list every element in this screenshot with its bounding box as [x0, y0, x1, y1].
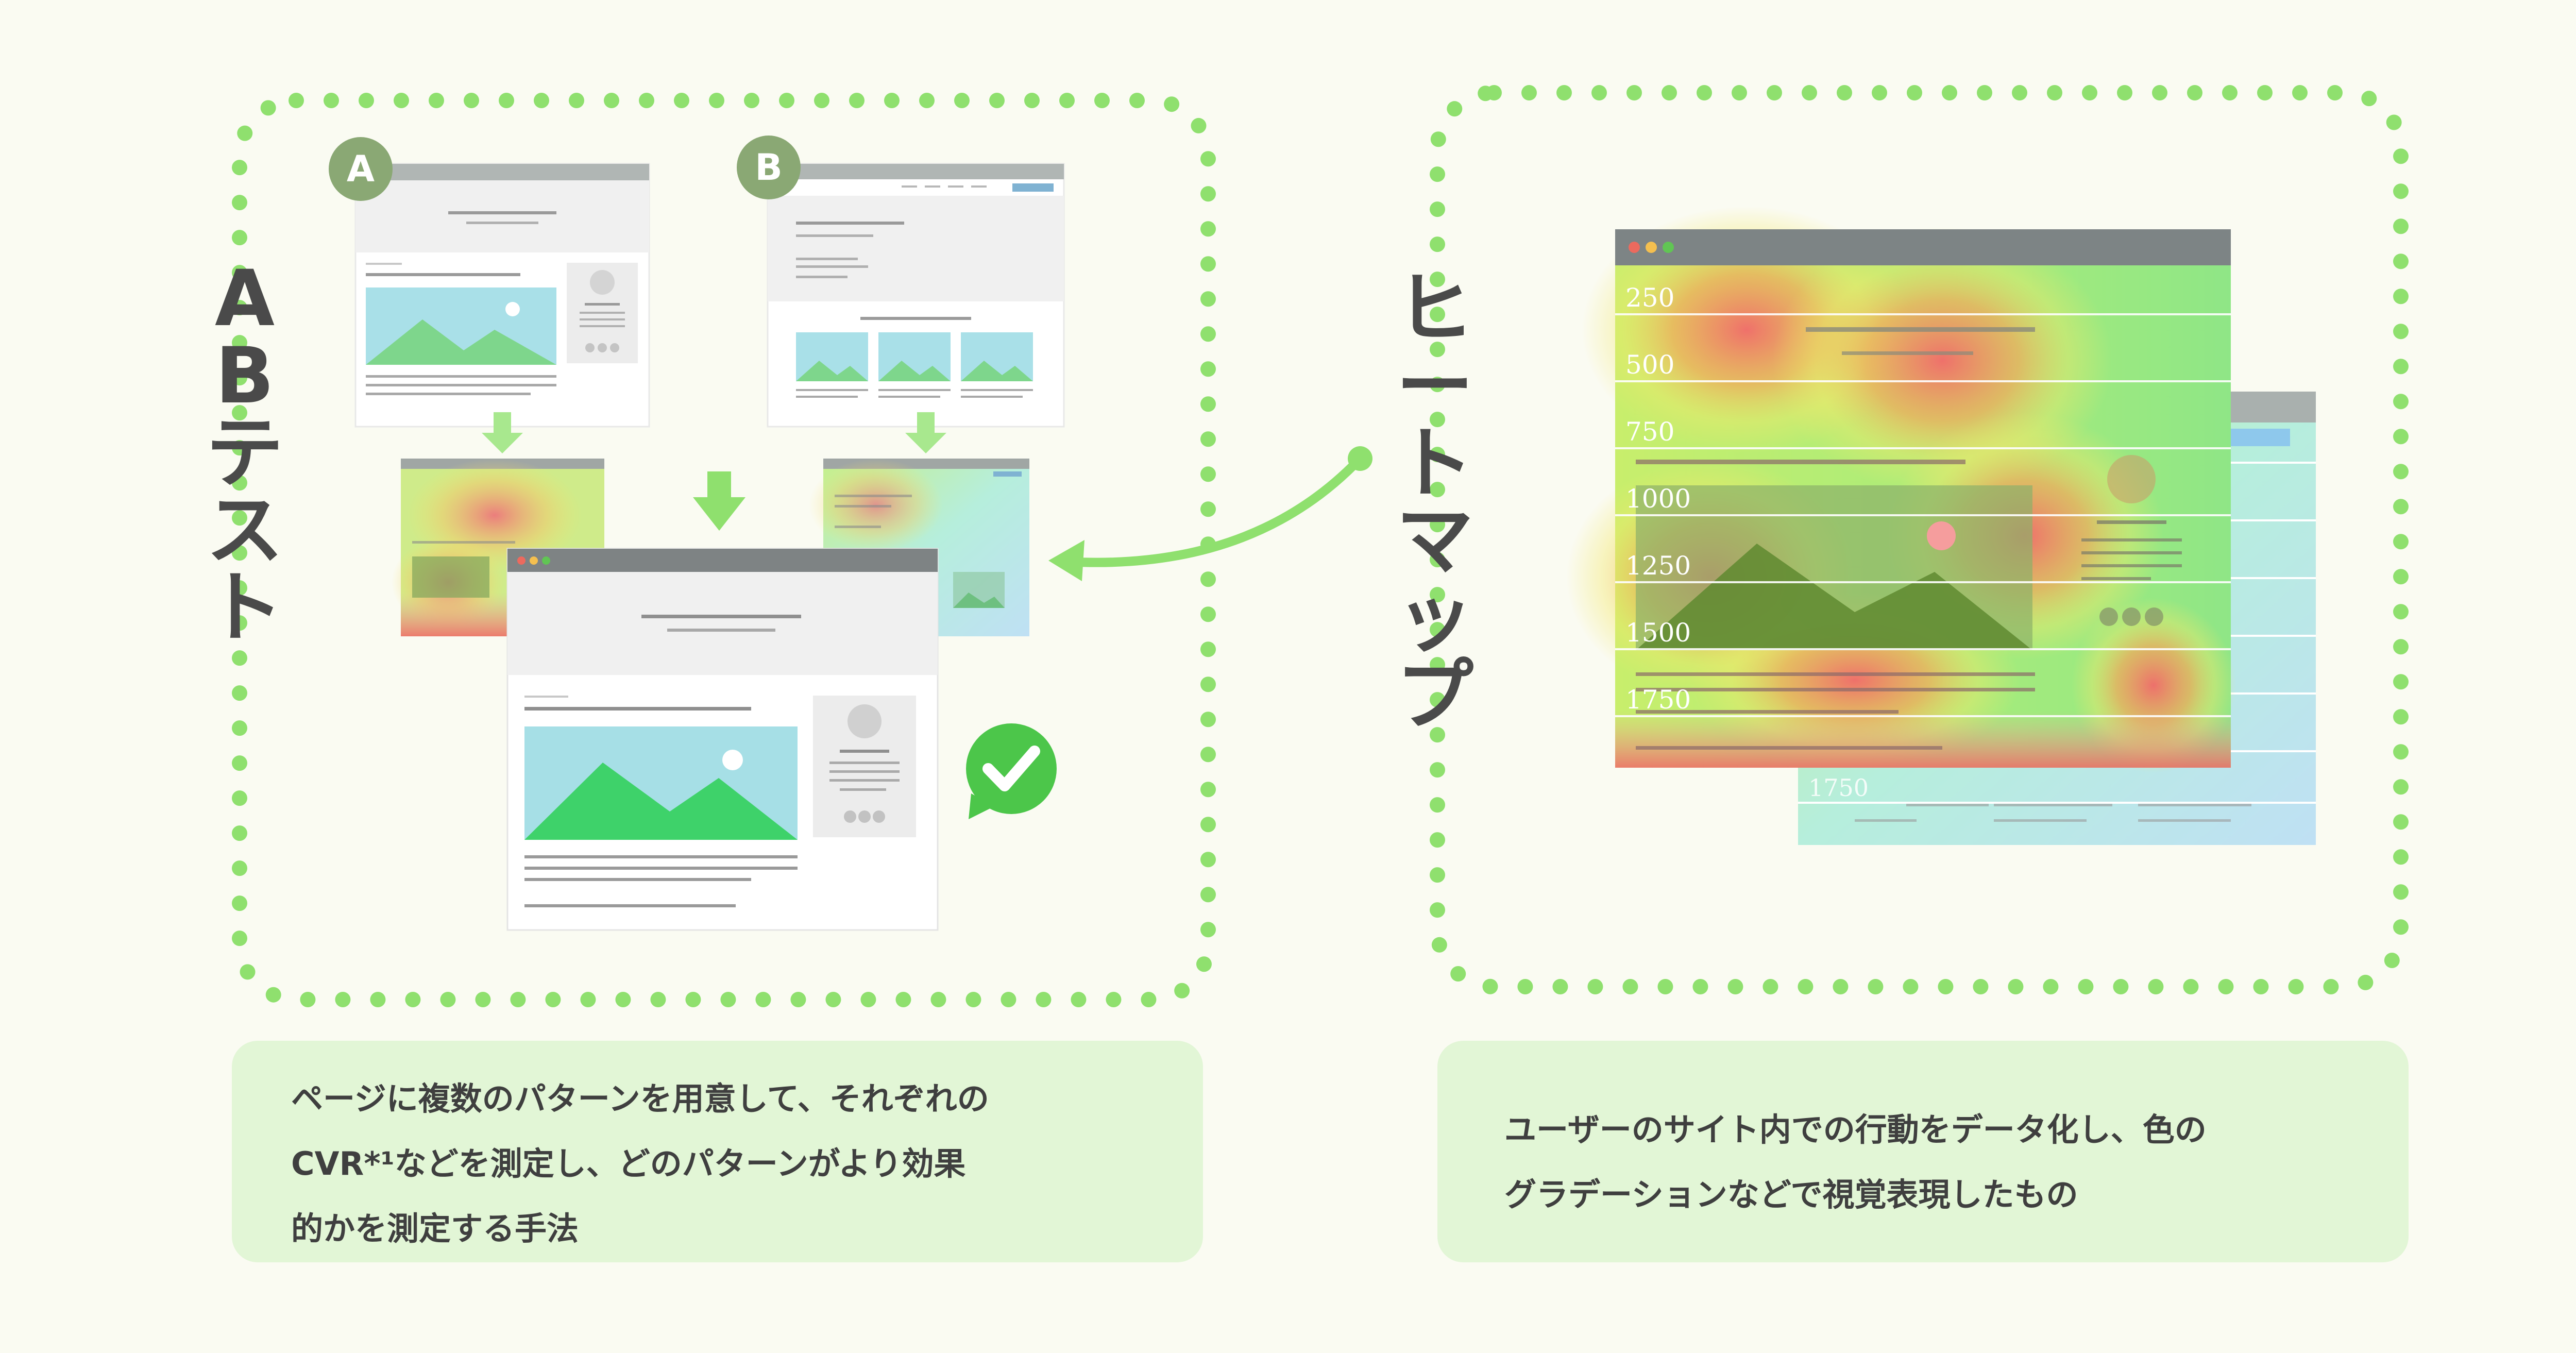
- ab-test-description-line: CVR*¹などを測定し、どのパターンがより効果: [291, 1145, 966, 1182]
- scroll-tick-1500: 1500: [1625, 618, 1691, 648]
- scroll-tick-1250: 1250: [1625, 551, 1691, 581]
- arrow-head-icon: [1048, 540, 1084, 581]
- badge-b: B: [737, 136, 801, 199]
- down-arrow-icon: [482, 412, 946, 453]
- connector-dot: [1348, 446, 1372, 471]
- heatmap-description: ユーザーのサイト内での行動をデータ化し、色の グラデーションなどで視覚表現したも…: [1437, 1041, 2409, 1262]
- scroll-tick-250: 250: [1625, 283, 1674, 313]
- connector-arrow: [1062, 454, 1365, 567]
- back-page-scroll-tick: 1750: [1808, 774, 1869, 802]
- heatmap-title-char: ト: [1396, 419, 1473, 509]
- ab-test-title-char: テ: [206, 409, 283, 498]
- heatmap-title-char: ッ: [1396, 573, 1473, 663]
- svg-text:B: B: [755, 146, 782, 189]
- down-arrow-icon: [693, 471, 745, 531]
- heatmap-title-char: ヒ: [1396, 264, 1473, 354]
- heatmap-front-page: 250 500 750 1000 1250 1500 1750: [1566, 206, 2236, 773]
- badge-a: A: [329, 137, 393, 201]
- winning-page: [506, 548, 939, 931]
- scroll-tick-1000: 1000: [1625, 484, 1691, 514]
- heatmap-title-char: プ: [1396, 651, 1473, 740]
- ab-test-title-char: A: [214, 254, 275, 344]
- pattern-b-page: [767, 163, 1065, 428]
- scroll-depth-lines: [1615, 313, 2231, 717]
- ab-test-title-char: ト: [206, 563, 283, 653]
- ab-test-description-line: ページに複数のパターンを用意して、それぞれの: [291, 1080, 989, 1118]
- scroll-tick-750: 750: [1625, 417, 1674, 447]
- ab-test-description-line: 的かを測定する手法: [291, 1210, 579, 1247]
- heatmap-title-char: マ: [1396, 496, 1473, 586]
- heatmap-title: ヒ ー ト マ ッ プ: [1391, 270, 1479, 734]
- svg-text:A: A: [347, 148, 375, 190]
- ab-test-title: A B テ ス ト: [204, 260, 286, 647]
- check-bubble-icon: [966, 723, 1057, 819]
- heatmap-description-line: ユーザーのサイト内での行動をデータ化し、色の: [1504, 1111, 2207, 1148]
- heatmap-description-line: グラデーションなどで視覚表現したもの: [1504, 1176, 2078, 1213]
- scroll-tick-500: 500: [1625, 350, 1674, 380]
- scroll-tick-1750: 1750: [1625, 685, 1691, 715]
- ab-test-description: ページに複数のパターンを用意して、それぞれの CVR*¹などを測定し、どのパター…: [232, 1041, 1203, 1262]
- heatmap-frame: [1430, 85, 2409, 994]
- ab-test-title-char: ス: [206, 486, 283, 576]
- ab-test-title-char: B: [215, 331, 275, 421]
- heatmap-title-char: ー: [1396, 342, 1473, 431]
- pattern-a-page: [354, 163, 650, 428]
